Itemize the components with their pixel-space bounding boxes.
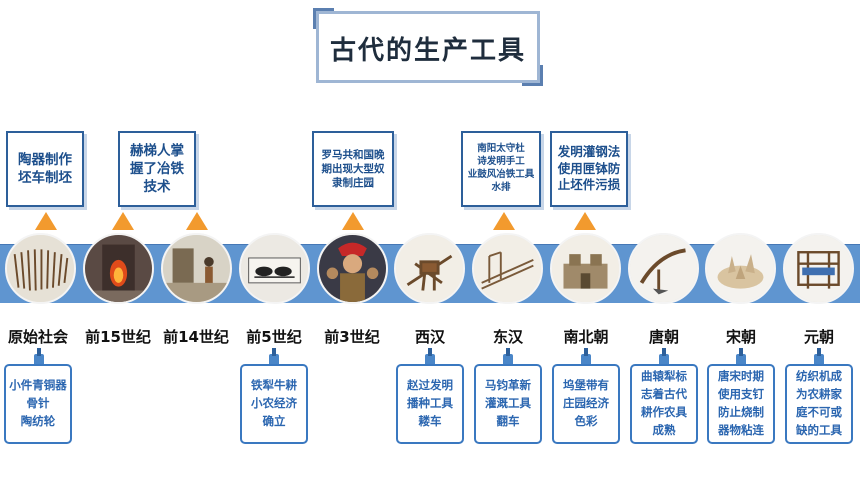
era-label: 东汉 xyxy=(492,328,523,346)
callout-text: 南阳太守杜 诗发明手工 业鼓风冶铁工具 水排 xyxy=(467,143,535,193)
card-text: 马钧革新 灌溉工具 翻车 xyxy=(485,378,531,428)
card-pin xyxy=(503,348,513,366)
card-tang: 曲辕犁标 志着古代 耕作农具 成熟 xyxy=(630,364,698,444)
pointer-triangle xyxy=(112,212,134,230)
iron-smelting-image xyxy=(161,233,232,304)
pointer-triangle xyxy=(35,212,57,230)
card-yuan: 纺织机成 为农耕家 庭不可或 缺的工具 xyxy=(785,364,853,444)
card-pin xyxy=(814,348,824,366)
callout-text: 发明灌钢法 使用匣钵防 止坯件污损 xyxy=(557,143,621,193)
pointer-triangle xyxy=(574,212,596,230)
roman-soldiers-image xyxy=(317,233,388,304)
era-label: 前14世纪 xyxy=(163,328,229,346)
card-eastern-han: 马钧革新 灌溉工具 翻车 xyxy=(474,364,542,444)
callout-du-shi: 南阳太守杜 诗发明手工 业鼓风冶铁工具 水排 xyxy=(461,131,541,207)
card-pin xyxy=(34,348,44,366)
card-pin xyxy=(736,348,746,366)
loom-image xyxy=(783,233,854,304)
card-text: 小件青铜器 骨针 陶纺轮 xyxy=(9,378,67,428)
callout-text: 赫梯人掌 握了冶铁 技术 xyxy=(130,142,184,196)
callout-text: 罗马共和国晚 期出现大型奴 隶制庄园 xyxy=(321,148,385,190)
card-pin xyxy=(659,348,669,366)
card-text: 坞堡带有 庄园经济 色彩 xyxy=(563,378,609,428)
curved-plow-image xyxy=(628,233,699,304)
card-text: 唐宋时期 使用支钉 防止烧制 器物粘连 xyxy=(718,369,764,437)
pointer-triangle xyxy=(186,212,208,230)
seed-drill-image xyxy=(394,233,465,304)
era-label: 元朝 xyxy=(803,328,834,346)
callout-text: 陶器制作 坯车制坯 xyxy=(18,151,72,186)
card-text: 赵过发明 播种工具 耧车 xyxy=(407,378,453,428)
kiln-spur-image xyxy=(705,233,776,304)
card-western-han: 赵过发明 播种工具 耧车 xyxy=(396,364,464,444)
callout-steel: 发明灌钢法 使用匣钵防 止坯件污损 xyxy=(550,131,628,207)
pointer-triangle xyxy=(342,212,364,230)
callout-roman: 罗马共和国晚 期出现大型奴 隶制庄园 xyxy=(312,131,394,207)
title-box: 古代的生产工具 xyxy=(313,8,543,86)
era-label: 前5世纪 xyxy=(246,328,302,346)
page-title: 古代的生产工具 xyxy=(329,36,526,66)
card-text: 铁犁牛耕 小农经济 确立 xyxy=(251,378,297,428)
card-text: 曲辕犁标 志着古代 耕作农具 成熟 xyxy=(641,369,687,437)
card-pin xyxy=(425,348,435,366)
bone-needles-image xyxy=(5,233,76,304)
water-pump-image xyxy=(472,233,543,304)
card-song: 唐宋时期 使用支钉 防止烧制 器物粘连 xyxy=(707,364,775,444)
era-label: 宋朝 xyxy=(725,328,756,346)
card-pin xyxy=(269,348,279,366)
furnace-image xyxy=(83,233,154,304)
callout-pottery: 陶器制作 坯车制坯 xyxy=(6,131,84,207)
card-pin xyxy=(581,348,591,366)
pointer-triangle xyxy=(493,212,515,230)
card-5th-century-bc: 铁犁牛耕 小农经济 确立 xyxy=(240,364,308,444)
era-label: 前3世纪 xyxy=(324,328,380,346)
era-label: 原始社会 xyxy=(7,328,68,346)
era-label: 西汉 xyxy=(414,328,445,346)
callout-hittite: 赫梯人掌 握了冶铁 技术 xyxy=(118,131,196,207)
era-label: 南北朝 xyxy=(563,328,609,346)
oxen-plowing-image xyxy=(239,233,310,304)
card-primitive: 小件青铜器 骨针 陶纺轮 xyxy=(4,364,72,444)
card-northern-southern: 坞堡带有 庄园经济 色彩 xyxy=(552,364,620,444)
era-label: 前15世纪 xyxy=(85,328,151,346)
card-text: 纺织机成 为农耕家 庭不可或 缺的工具 xyxy=(796,369,842,437)
manor-model-image xyxy=(550,233,621,304)
era-label: 唐朝 xyxy=(648,328,679,346)
